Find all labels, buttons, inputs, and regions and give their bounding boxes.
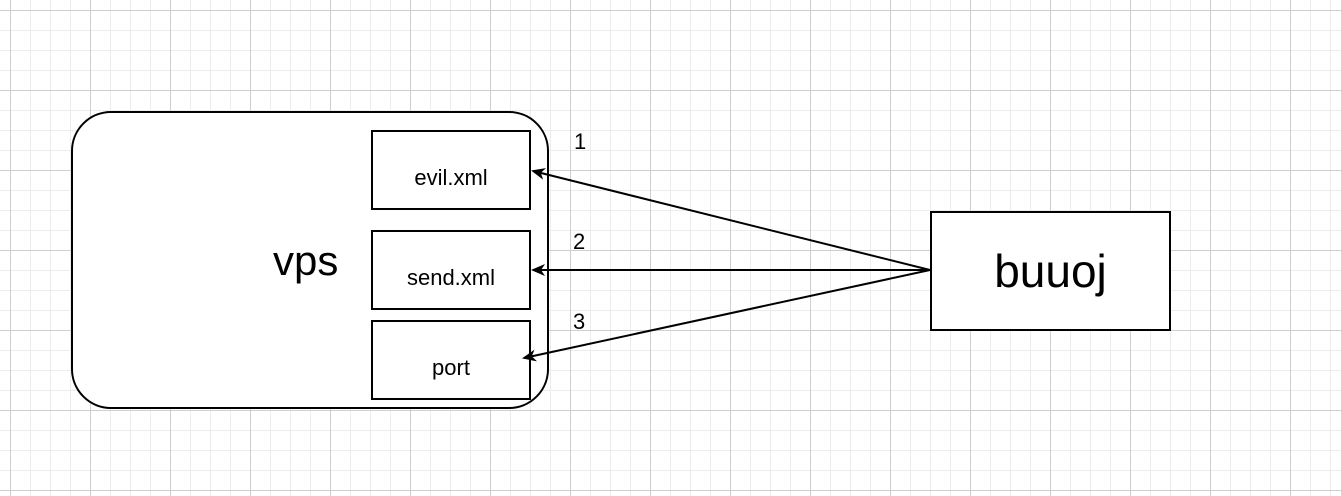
step-3-label: 3 [573,309,586,334]
buuoj-label: buuoj [994,245,1107,297]
arrow-to-evil-xml [531,168,931,271]
step-1-label: 1 [574,129,587,154]
buuoj-box: buuoj [930,211,1171,331]
send-xml-label: send.xml [406,265,496,290]
step-2-label: 2 [573,229,586,254]
evil-xml-box: evil.xml [371,130,531,210]
port-label: port [432,355,470,380]
port-box: port [371,320,531,400]
send-xml-box: send.xml [371,230,531,310]
evil-xml-label: evil.xml [414,165,488,190]
arrow-to-port [522,269,931,362]
vps-label: vps [273,237,339,284]
